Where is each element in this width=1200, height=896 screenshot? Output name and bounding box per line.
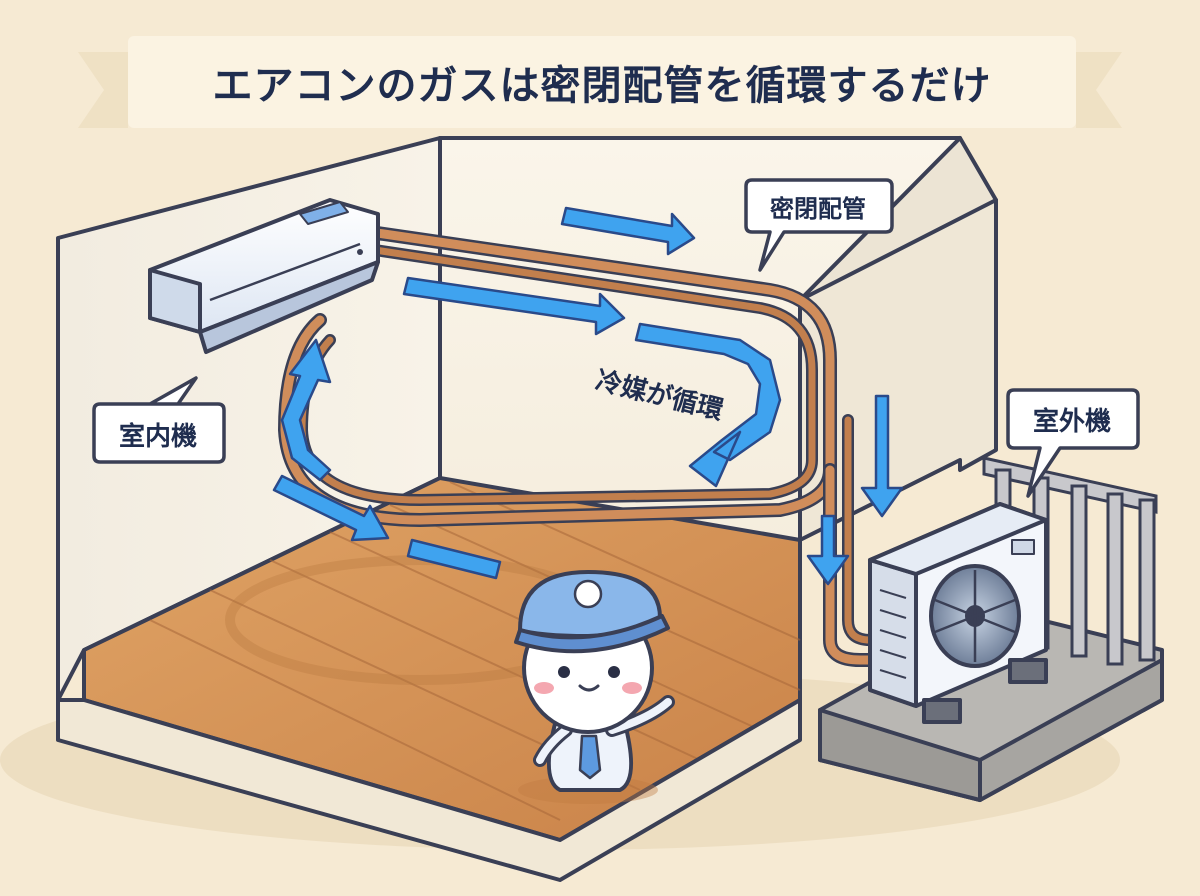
- bubble-sealed-pipe: [744, 178, 894, 272]
- title-banner: [78, 36, 1122, 128]
- flow-arrow-floor-2: [406, 538, 502, 580]
- flow-arrows: [272, 206, 904, 586]
- flow-arrow-mid: [402, 276, 626, 336]
- bubble-outdoor-unit: [1006, 388, 1140, 498]
- indoor-unit-icon: [148, 198, 380, 354]
- flow-arrow-floor-1: [272, 474, 390, 542]
- label-outdoor-unit: 室外機: [1032, 406, 1111, 437]
- flow-arrow-curve-right: [634, 322, 782, 488]
- room-base: [56, 698, 802, 882]
- page-title: エアコンのガスは密閉配管を循環するだけ: [212, 63, 992, 109]
- outdoor-unit-icon: [868, 502, 1048, 724]
- mascot-character: [514, 570, 675, 804]
- label-sealed-pipe: 密閉配管: [770, 194, 866, 223]
- label-indoor-unit: 室内機: [118, 421, 197, 452]
- callout-bubbles: [92, 178, 1140, 498]
- flow-arrow-down-1: [860, 394, 904, 518]
- flow-arrow-down-2: [806, 514, 850, 586]
- bubble-indoor-unit: [92, 376, 226, 464]
- flow-arrow-curve-left: [280, 338, 332, 482]
- flow-arrow-top: [560, 206, 696, 256]
